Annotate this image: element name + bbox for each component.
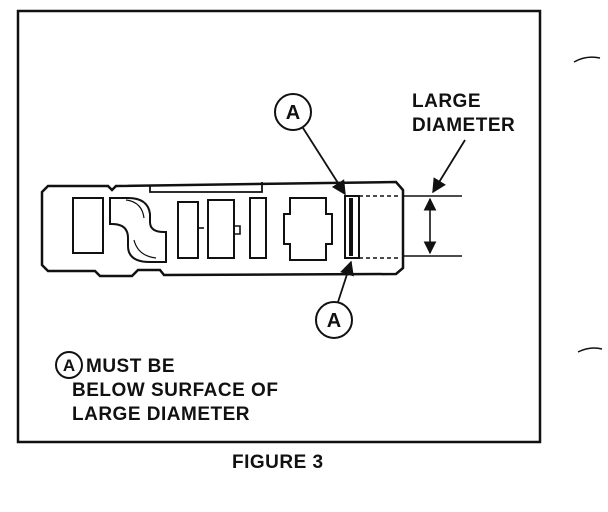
figure-caption: FIGURE 3	[232, 452, 324, 473]
callout-a-top-letter: A	[286, 102, 300, 124]
note-callout-a-letter: A	[63, 356, 75, 375]
valve-land-1	[72, 197, 104, 254]
valve-body	[40, 180, 405, 278]
valve-curved-passage	[109, 197, 167, 263]
note-line1: MUST BE	[86, 356, 175, 377]
page-edge-mark-bottom	[577, 347, 603, 353]
callout-a-bottom-circle	[315, 301, 353, 339]
valve-land-5	[283, 197, 333, 261]
callout-a-top-circle	[274, 93, 312, 131]
valve-curved-passage-inner	[125, 199, 157, 259]
page-edge-mark-top	[573, 56, 601, 63]
callout-a-top-leader	[302, 127, 346, 196]
valve-land-4	[249, 197, 267, 259]
large-diameter-label-line1: LARGE	[412, 91, 481, 112]
dimension-leader	[432, 139, 466, 194]
valve-upper-ledge	[149, 182, 263, 193]
note-line2: BELOW SURFACE OF	[72, 380, 279, 401]
valve-land-2	[177, 201, 199, 259]
valve-land-3-notch	[234, 225, 241, 235]
large-diameter-label-line2: DIAMETER	[412, 115, 516, 136]
valve-land-3	[207, 199, 235, 259]
callout-a-bottom-leader	[337, 260, 354, 303]
figure-frame	[16, 9, 542, 444]
note-callout-a-circle	[55, 351, 83, 379]
callout-a-bottom-letter: A	[327, 310, 341, 332]
note-line3: LARGE DIAMETER	[72, 404, 250, 425]
